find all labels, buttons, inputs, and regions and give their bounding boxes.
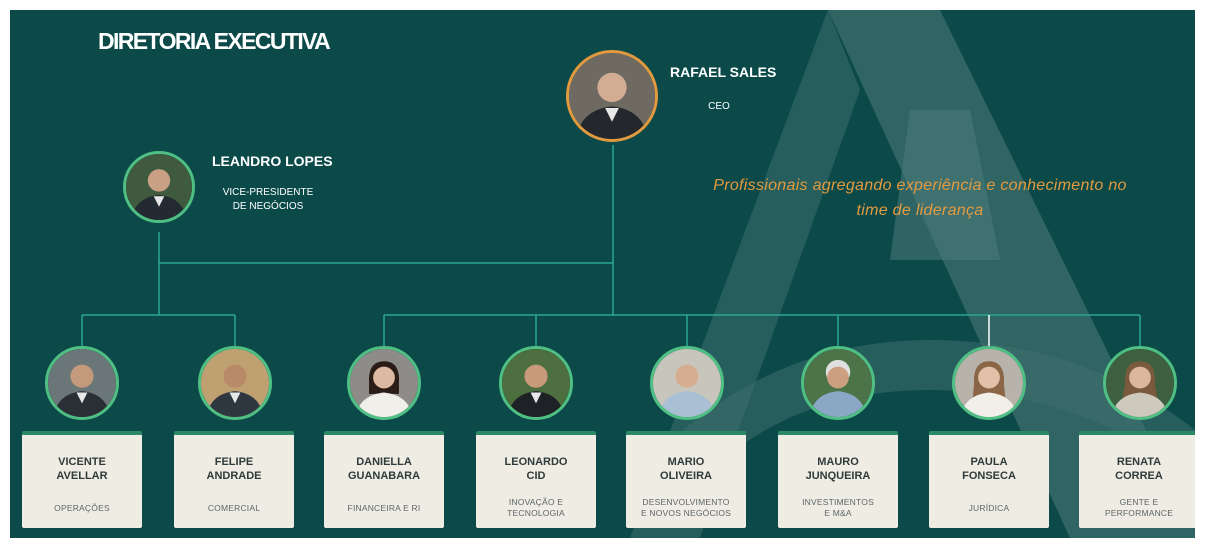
org-chart-panel: DIRETORIA EXECUTIVA RAFAEL SALES CEO LEA…	[10, 10, 1195, 538]
member-role: OPERAÇÕES	[54, 503, 110, 513]
vp-avatar	[123, 151, 195, 223]
member-avatar	[198, 346, 272, 420]
tagline: Profissionais agregando experiência e co…	[713, 177, 1127, 219]
member-role: FINANCEIRA E RI	[347, 503, 421, 513]
ceo-name: RAFAEL SALES	[670, 64, 777, 80]
member-avatar	[499, 346, 573, 420]
vp-role-line1: VICE-PRESIDENTE	[222, 187, 314, 198]
member-role: COMERCIAL	[207, 503, 261, 513]
org-connectors	[81, 145, 1141, 346]
member-avatar	[801, 346, 875, 420]
ceo-role: CEO	[708, 101, 730, 112]
vp-role-line2: DE NEGÓCIOS	[232, 201, 304, 212]
member-avatar	[45, 346, 119, 420]
ceo-avatar	[566, 50, 658, 142]
page-title: DIRETORIA EXECUTIVA	[98, 28, 331, 54]
member-role: JURÍDICA	[968, 503, 1010, 513]
member-avatar	[1103, 346, 1177, 420]
member-avatar	[347, 346, 421, 420]
member-avatar	[650, 346, 724, 420]
member-avatar	[952, 346, 1026, 420]
vp-name: LEANDRO LOPES	[212, 153, 333, 169]
